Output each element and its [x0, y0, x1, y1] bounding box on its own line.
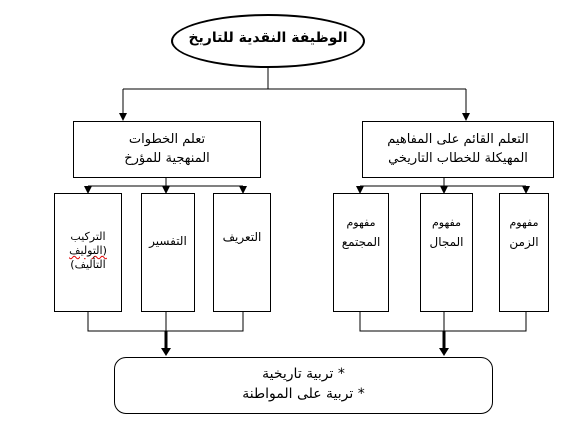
right-group-label-line1: التعلم القائم على المفاهيم — [387, 132, 529, 147]
right-group-box — [362, 121, 554, 178]
result-line1: * تربية تاريخية — [262, 366, 345, 382]
box-taarif — [213, 193, 271, 312]
tarkib-line3: التأليف) — [70, 258, 106, 271]
result-line2: * تربية على المواطنة — [242, 386, 365, 402]
box-majal — [420, 193, 473, 312]
left-group-box — [73, 121, 261, 178]
arrowhead-left-result — [161, 348, 171, 356]
box-zaman — [499, 193, 549, 312]
taarif-label: التعريف — [222, 230, 262, 244]
left-group-label-line2: المنهجية للمؤرخ — [124, 151, 210, 166]
mujtama-line2: المجتمع — [341, 235, 381, 249]
tarkib-line1: التركيب — [70, 230, 106, 243]
box-tafsir — [141, 193, 195, 312]
zaman-line1: مفهوم — [509, 216, 539, 229]
arrowhead-right-result — [439, 348, 449, 356]
right-group-label-line2: المهيكلة للخطاب التاريخي — [388, 151, 528, 166]
majal-line2: المجال — [429, 235, 464, 249]
result-box — [114, 357, 493, 414]
connector-right-bottom — [359, 312, 527, 332]
left-group-label-line1: تعلم الخطوات — [128, 132, 206, 147]
title-ellipse — [171, 14, 365, 68]
tafsir-label: التفسير — [149, 234, 187, 248]
tarkib-line2: (التوليف — [69, 244, 107, 257]
mujtama-line1: مفهوم — [346, 216, 376, 229]
box-mujtama — [333, 193, 389, 312]
zaman-line2: الزمن — [509, 235, 539, 249]
diagram-title: الوظيفة النقدية للتاريخ — [188, 30, 348, 46]
box-tarkib — [54, 193, 122, 312]
majal-line1: مفهوم — [431, 216, 462, 229]
